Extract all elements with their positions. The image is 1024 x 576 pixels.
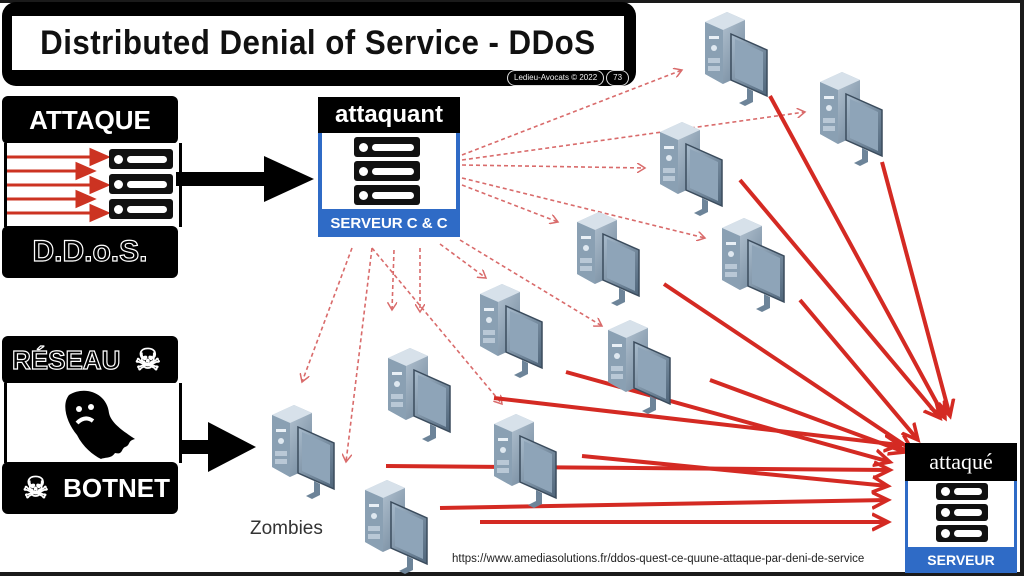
computer-icon <box>659 121 723 217</box>
computer-icon <box>576 211 640 307</box>
skull-crossbones-icon: ☠ <box>134 343 162 377</box>
botnet-label: ☠ BOTNET <box>2 462 178 514</box>
attack-panel <box>4 143 182 227</box>
command-arrow <box>461 184 558 222</box>
botnet-panel <box>4 383 182 463</box>
computer-icon <box>387 347 451 443</box>
red-arrows-icon <box>7 147 111 223</box>
attack-arrow <box>493 396 900 445</box>
command-arrow <box>461 112 805 161</box>
command-arrow <box>371 247 502 404</box>
command-arrow <box>392 249 394 310</box>
computer-icon <box>607 319 671 415</box>
server-rack-icon <box>109 174 173 194</box>
server-rack-icon <box>354 185 420 205</box>
attack-arrow <box>798 298 918 440</box>
source-url: https://www.amediasolutions.fr/ddos-ques… <box>452 553 865 565</box>
attacker-server: attaquant SERVEUR C & C <box>318 97 460 241</box>
attack-arrow <box>880 161 950 416</box>
attack-arrow <box>768 95 945 418</box>
cc-server-label: SERVEUR C & C <box>318 209 460 237</box>
server-rack-icon <box>936 483 988 500</box>
victim-label: attaqué <box>905 443 1017 481</box>
arrow-to-zombies-icon <box>176 422 256 472</box>
computer-icon <box>819 71 883 167</box>
attack-arrow <box>662 282 912 450</box>
server-rack-icon <box>109 149 173 169</box>
computer-icon <box>704 11 768 107</box>
ddos-label: D.D.o.S. <box>2 226 178 278</box>
attacker-label: attaquant <box>318 97 460 133</box>
command-arrow <box>346 247 373 462</box>
server-rack-icon <box>936 525 988 542</box>
page-title: Distributed Denial of Service - DDoS <box>40 23 596 62</box>
command-arrow <box>461 70 682 156</box>
reseau-label: RÉSEAU ☠ <box>2 336 178 384</box>
credit-badge: Ledieu-Avocats © 2022 73 <box>507 70 630 86</box>
attaque-label: ATTAQUE <box>2 96 178 144</box>
skull-crossbones-icon: ☠ <box>22 471 50 505</box>
server-rack-icon <box>354 137 420 157</box>
server-rack-icon <box>354 161 420 181</box>
server-rack-icon <box>936 504 988 521</box>
command-arrow <box>439 243 486 278</box>
command-arrow <box>302 247 353 382</box>
computer-icon <box>493 413 557 509</box>
zombies-label: Zombies <box>250 518 323 539</box>
computer-icon <box>479 283 543 379</box>
server-rack-icon <box>109 199 173 219</box>
attack-arrow <box>385 466 890 470</box>
attack-arrow <box>439 500 888 510</box>
computer-icon <box>364 479 428 575</box>
page-number: 73 <box>606 70 630 86</box>
arrow-to-attacker-icon <box>176 156 314 202</box>
command-edges <box>302 70 805 462</box>
attack-arrow <box>738 178 940 418</box>
victim-server-type: SERVEUR <box>905 547 1017 573</box>
attack-arrow <box>581 454 888 486</box>
credit-author: Ledieu-Avocats © 2022 <box>507 70 605 86</box>
ghost-icon <box>65 390 135 459</box>
victim-server: attaqué SERVEUR <box>905 443 1017 573</box>
computer-icon <box>721 217 785 313</box>
computer-icon <box>271 404 335 500</box>
command-arrow <box>461 165 645 168</box>
